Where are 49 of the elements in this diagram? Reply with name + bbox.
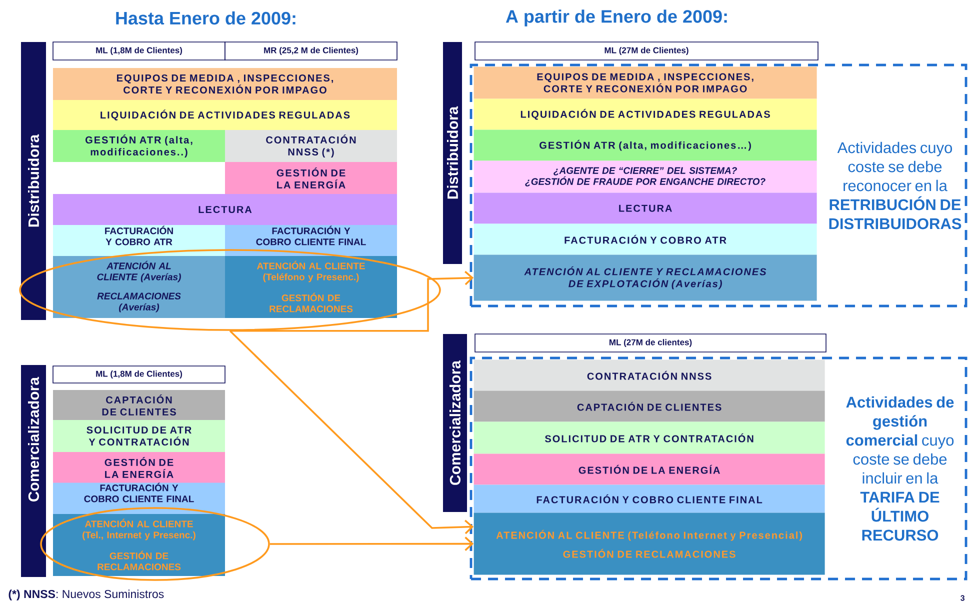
node-label: ATENCIÓN AL CLIENTE (Teléfono y Presenc.) [256, 260, 365, 282]
header-box: ML (27M de Clientes) [474, 42, 818, 60]
panel-title: Hasta Enero de 2009: [116, 11, 296, 25]
activity-box: FACTURACIÓN Y COBRO CLIENTE FINAL [53, 482, 225, 514]
arrow [229, 330, 474, 534]
panel-title: A partir de Enero de 2009: [506, 10, 727, 26]
activity-box: CONTRATACIÓN NNSS (*) [225, 130, 397, 162]
activity-box: GESTIÓN ATR (alta, modificaciones..) [53, 130, 225, 162]
activity-box: FACTURACIÓN Y COBRO ATR [474, 224, 817, 255]
header-box: MR (25,2 M de Clientes) [224, 42, 398, 60]
arrow [230, 270, 474, 332]
page-number: 3 [960, 595, 965, 601]
activity-box: FACTURACIÓN Y COBRO CLIENTE FINAL [474, 484, 825, 513]
activity-box: ¿AGENTE DE “CIERRE” DEL SISTEMA? ¿GESTIÓN DE FRAUDE POR ENGANCHE DIRECTO? [474, 160, 817, 193]
node-label: ATENCIÓN AL CLIENTE (Averías) [97, 260, 181, 282]
activity-box: CONTRATACIÓN NNSS [474, 360, 825, 391]
header-box: ML (1,8M de Clientes) [52, 366, 226, 384]
activity-box: ATENCIÓN AL CLIENTE Y RECLAMACIONES DE EXPLOTACIÓN (Averías) [474, 254, 817, 301]
highlight-ellipse [40, 507, 270, 581]
activity-box: SOLICITUD DE ATR Y CONTRATACIÓN [474, 422, 825, 454]
activity-box: GESTIÓN DE LA ENERGÍA [225, 162, 397, 194]
vertical-banner: Comercializadora [443, 334, 467, 512]
node-label: GESTIÓN DE RECLAMACIONES [270, 292, 353, 312]
vertical-banner: Comercializadora [21, 365, 46, 577]
activity-box: GESTIÓN ATR (alta, modificaciones…) [474, 130, 817, 161]
activity-box: CAPTACIÓN DE CLIENTES [474, 390, 825, 422]
node-label: ATENCIÓN AL CLIENTE (Tel., Internet y Presenc.) [82, 518, 196, 540]
vertical-banner: Distribuidora [443, 42, 462, 264]
activity-box: EQUIPOS DE MEDIDA , INSPECCIONES, CORTE Y RECONEXIÓN POR IMPAGO [53, 68, 397, 100]
node-label: GESTIÓN DE RECLAMACIONES [98, 550, 181, 570]
node-label: RECLAMACIONES (Averías) [97, 292, 181, 312]
activity-box: ATENCIÓN AL CLIENTE (Teléfono Internet y Presencial) GESTIÓN DE RECLAMACIONES [474, 512, 825, 575]
activity-box: CAPTACIÓN DE CLIENTES [53, 390, 225, 420]
activity-box: GESTIÓN DE LA ENERGÍA [474, 454, 825, 485]
activity-box: LIQUIDACIÓN DE ACTIVIDADES REGULADAS [53, 100, 397, 130]
activity-box: GESTIÓN DE LA ENERGÍA [53, 452, 225, 483]
activity-box: LECTURA [53, 194, 397, 225]
header-box: ML (1,8M de Clientes) [52, 42, 226, 60]
arrow [270, 536, 474, 551]
activity-box: EQUIPOS DE MEDIDA , INSPECCIONES, CORTE Y RECONEXIÓN POR IMPAGO [474, 66, 817, 99]
footnote: (*) NNSS: Nuevos Suministros [8, 590, 164, 600]
activity-box: FACTURACIÓN Y COBRO CLIENTE FINAL [225, 225, 397, 256]
vertical-banner: Distribuidora [21, 42, 46, 320]
highlight-ellipse [19, 249, 441, 331]
activity-box: LIQUIDACIÓN DE ACTIVIDADES REGULADAS [474, 98, 817, 130]
activity-box: SOLICITUD DE ATR Y CONTRATACIÓN [53, 420, 225, 452]
header-box: ML (27M de clientes) [474, 334, 826, 352]
activity-box: FACTURACIÓN Y COBRO ATR [53, 225, 225, 256]
activity-box: LECTURA [474, 192, 817, 224]
